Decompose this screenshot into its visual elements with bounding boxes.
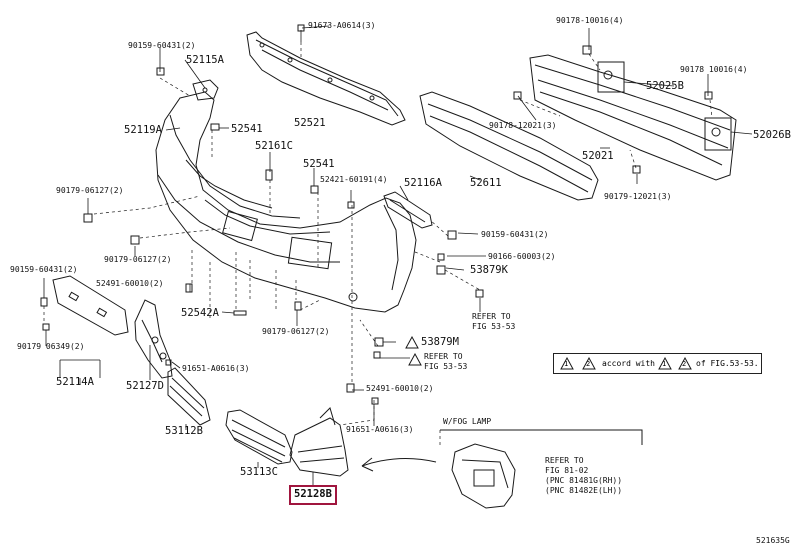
- label-90179-06127-b: 90179-06127(2): [104, 255, 172, 264]
- leader-lines: [43, 25, 753, 486]
- label-53112B: 53112B: [165, 425, 203, 437]
- label-52161C: 52161C: [255, 140, 293, 152]
- note-number-2: 2: [586, 360, 591, 368]
- label-90179-06349: 90179 06349(2): [17, 342, 85, 351]
- label-91651-A0616-a: 91651-A0616(3): [182, 364, 250, 373]
- label-52611: 52611: [470, 177, 502, 189]
- label-52119A: 52119A: [124, 124, 162, 136]
- label-fig-53-53-1: FIG 53-53: [472, 322, 516, 331]
- absorber-52611: [419, 91, 599, 201]
- label-refer-to-2: REFER TO: [424, 352, 463, 361]
- label-52541-a: 52541: [231, 123, 263, 135]
- label-53879M: 53879M: [421, 336, 459, 348]
- label-52116A: 52116A: [404, 177, 442, 189]
- label-fig-53-53-2: FIG 53-53: [424, 362, 468, 371]
- label-90178-10016-a: 90178-10016(4): [556, 16, 624, 25]
- label-refer-to-1: REFER TO: [472, 312, 511, 321]
- bumper-cover-52119A: [155, 91, 417, 313]
- label-91651-A0616-b: 91651-A0616(3): [346, 425, 414, 434]
- label-90166-60003: 90166-60003(2): [488, 252, 556, 261]
- label-52114A: 52114A: [56, 376, 94, 388]
- note-number-4: 2: [682, 360, 687, 368]
- label-90159-60431-right: 90159-60431(2): [481, 230, 549, 239]
- figure-id: 521635G: [756, 536, 790, 545]
- label-w-fog-lamp: W/FOG LAMP: [443, 417, 492, 426]
- warning-triangle-icon: [658, 357, 672, 370]
- label-52491-60010-a: 52491-60010(2): [96, 279, 164, 288]
- label-90179-06127-c: 90179-06127(2): [262, 327, 330, 336]
- bracket-52115A: [192, 79, 219, 101]
- warning-triangle-icon: [678, 357, 692, 370]
- reinforcement-52021: [529, 54, 737, 181]
- warning-triangle-icon: [582, 357, 596, 370]
- label-52541-b: 52541: [303, 158, 335, 170]
- label-fig-81-02: FIG 81-02: [545, 466, 589, 475]
- fog-lamp-cover: [440, 429, 643, 509]
- fasteners: [40, 24, 713, 405]
- note-text-accord-with: accord with: [602, 359, 655, 368]
- label-90179-12021: 90179-12021(3): [604, 192, 672, 201]
- label-90178-12021: 90178-12021(3): [489, 121, 557, 130]
- license-bracket-52114A: [52, 275, 129, 336]
- label-52115A: 52115A: [186, 54, 224, 66]
- label-90178-10016-b: 90178 10016(4): [680, 65, 748, 74]
- warning-triangle-icon: [408, 353, 422, 366]
- note-text-of-fig: of FIG.53-53.: [696, 359, 759, 368]
- note-box: 1 2 accord with 1 2 of FIG.53-53.: [553, 353, 762, 374]
- bracket-52521: [246, 31, 406, 126]
- warning-triangle-icon: [405, 336, 419, 349]
- label-90159-60431-top: 90159-60431(2): [128, 41, 196, 50]
- bracket-52116A: [383, 191, 433, 229]
- label-52026B: 52026B: [753, 129, 791, 141]
- label-53113C: 53113C: [240, 466, 278, 478]
- label-52025B: 52025B: [646, 80, 684, 92]
- label-91673-A0614: 91673-A0614(3): [308, 21, 376, 30]
- dashed-reference-lines: [43, 42, 713, 448]
- label-52127D: 52127D: [126, 380, 164, 392]
- label-refer-to-3: REFER TO: [545, 456, 584, 465]
- arrow-fog-to-cover: [361, 457, 437, 472]
- label-pnc-81481g-rh: (PNC 81481G(RH)): [545, 476, 623, 485]
- label-52542A: 52542A: [181, 307, 219, 319]
- label-52521: 52521: [294, 117, 326, 129]
- label-52491-60010-b: 52491-60010(2): [366, 384, 434, 393]
- label-52421-60191: 52421-60191(4): [320, 175, 388, 184]
- label-90179-06127-a: 90179-06127(2): [56, 186, 124, 195]
- cover-52128B: [289, 407, 349, 477]
- note-number-1: 1: [564, 360, 569, 368]
- label-52021: 52021: [582, 150, 614, 162]
- label-pnc-81482e-lh: (PNC 81482E(LH)): [545, 486, 623, 495]
- label-52128B[interactable]: 52128B: [294, 488, 332, 500]
- grille-53113C: [225, 409, 293, 465]
- grille-53112B: [167, 367, 211, 426]
- bracket-52127D: [134, 299, 173, 379]
- note-number-3: 1: [662, 360, 667, 368]
- warning-triangle-icon: [560, 357, 574, 370]
- highlight-box-52128B[interactable]: [289, 485, 337, 505]
- label-90159-60431-left: 90159-60431(2): [10, 265, 78, 274]
- label-53879K: 53879K: [470, 264, 508, 276]
